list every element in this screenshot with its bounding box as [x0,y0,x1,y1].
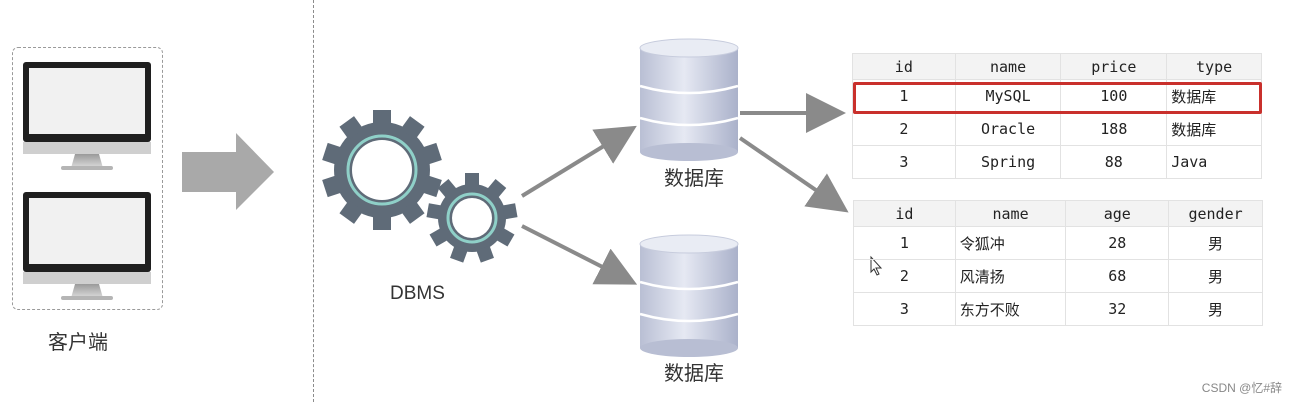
table-cell: 68 [1065,259,1170,293]
gear-icon [426,173,518,263]
column-header: age [1065,200,1170,227]
column-header: type [1166,53,1262,80]
database-label: 数据库 [664,166,724,190]
dbms-label: DBMS [390,283,445,304]
column-header: id [852,53,956,80]
gear-icon [322,110,442,230]
database-label: 数据库 [664,361,724,385]
table-cell: 32 [1065,292,1170,326]
table-cell: 男 [1168,259,1263,293]
table-cell: 1 [853,226,956,260]
table-cell: 2 [852,112,956,146]
arrow-db-to-table-people [738,136,849,213]
column-header: price [1060,53,1168,80]
table-row: 3 Spring 88 Java [852,145,1262,179]
database-icon [639,234,739,357]
section-divider [313,0,314,402]
database-icon [639,38,739,161]
column-header: id [853,200,956,227]
table-products: id name price type 1 MySQL 100 数据库 2 Ora… [852,53,1262,179]
table-cell: 令狐冲 [954,226,1067,260]
table-cell: 风清扬 [954,259,1067,293]
table-cell: 男 [1168,292,1263,326]
table-cell: 3 [853,292,956,326]
table-row: 2 风清扬 68 男 [853,259,1263,293]
table-row: 1 令狐冲 28 男 [853,226,1263,260]
arrow-dbms-to-db1 [520,125,637,198]
column-header: gender [1168,200,1263,227]
column-header: name [954,53,1062,80]
client-label: 客户端 [48,330,108,354]
column-header: name [954,200,1067,227]
table-cell: 男 [1168,226,1263,260]
table-cell: 2 [853,259,956,293]
table-cell: 东方不败 [954,292,1067,326]
monitor-icons [23,62,151,300]
table-row: 2 Oracle 188 数据库 [852,112,1262,146]
table-cell: 数据库 [1166,112,1262,146]
watermark: CSDN @忆#辞 [1201,381,1282,395]
table-cell: Java [1166,145,1262,179]
table-cell: Oracle [954,112,1062,146]
table-row: 3 东方不败 32 男 [853,292,1263,326]
row-highlight [853,82,1262,114]
client-group [12,47,163,310]
table-header-row: id name price type [852,53,1262,80]
monitor-icon [23,192,151,300]
table-cell: 3 [852,145,956,179]
table-cell: 28 [1065,226,1170,260]
table-header-row: id name age gender [853,200,1263,227]
monitor-icon [23,62,151,170]
table-cell: 88 [1060,145,1168,179]
arrow-dbms-to-db2 [521,224,638,285]
table-people: id name age gender 1 令狐冲 28 男 2 风清扬 68 男… [853,200,1263,326]
table-cell: 188 [1060,112,1168,146]
table-cell: Spring [954,145,1062,179]
big-right-arrow [182,133,274,210]
